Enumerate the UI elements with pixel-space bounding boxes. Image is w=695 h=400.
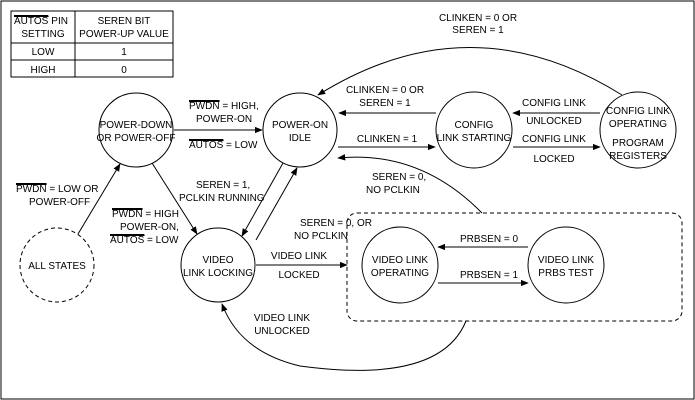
state-label: REGISTERS <box>609 151 667 162</box>
transition-label: NO PCLKIN <box>294 231 348 242</box>
transition-label: SEREN = 0, <box>372 172 426 183</box>
table-cell-value: 0 <box>121 65 127 76</box>
label-pd-to-idle: PWDN = HIGH, POWER-ON AUTOS = LOW <box>189 101 259 151</box>
label-vll-locked: VIDEO LINK LOCKED <box>271 251 327 281</box>
state-label: LINK LOCKING <box>183 268 253 279</box>
transition-label: CLINKEN = 0 OR <box>439 13 517 24</box>
label-top-clinken: CLINKEN = 0 OR SEREN = 1 <box>439 13 517 36</box>
state-label: CONFIG <box>455 120 494 131</box>
state-config-link-operating: CONFIG LINK OPERATING PROGRAM REGISTERS <box>599 91 677 169</box>
state-label: VIDEO LINK <box>538 255 594 266</box>
transition-label-part: = HIGH, <box>220 101 259 112</box>
transition-label-part: = LOW OR <box>47 184 99 195</box>
state-label: IDLE <box>289 133 312 144</box>
arrow-group-to-vll <box>221 303 467 371</box>
transition-label: SEREN = 1, <box>196 180 250 191</box>
state-label: PROGRAM <box>612 138 664 149</box>
state-label: CONFIG LINK <box>606 106 670 117</box>
state-label: POWER-DOWN <box>100 120 173 131</box>
transition-label: PCLKIN RUNNING <box>179 193 265 204</box>
label-prbsen-1: PRBSEN = 1 <box>460 270 519 281</box>
transition-label: POWER-ON <box>196 114 252 125</box>
table-cell-setting: LOW <box>32 47 55 58</box>
state-video-link-locking: VIDEO LINK LOCKING <box>180 227 256 303</box>
autos-overline-text: AUTOS <box>110 235 145 246</box>
transition-label-part: = HIGH <box>143 209 179 220</box>
transition-label: AUTOS = LOW <box>189 140 258 151</box>
table-border <box>10 10 174 78</box>
transition-label: CLINKEN = 0 OR <box>346 85 424 96</box>
pwdn-overline-text: PWDN <box>189 101 220 112</box>
transition-label: NO PCLKIN <box>366 185 420 196</box>
table-header-col2-line1: SEREN BIT <box>98 16 151 27</box>
state-label: OPERATING <box>371 268 429 279</box>
transition-label: SEREN = 1 <box>452 25 504 36</box>
table-header-col1-line2: SETTING <box>21 29 65 40</box>
arrow-vll-to-idle <box>255 167 298 241</box>
label-idle-to-cfgstart: CLINKEN = 1 <box>357 134 418 145</box>
label-cfgstart-to-idle: CLINKEN = 0 OR SEREN = 1 <box>346 85 424 109</box>
transition-label: AUTOS = LOW <box>110 235 179 246</box>
transition-label: PWDN = LOW OR <box>16 184 99 195</box>
state-power-down: POWER-DOWN OR POWER-OFF <box>97 92 176 168</box>
arrow-pd-to-vll <box>151 162 198 235</box>
arrow-group-to-idle <box>337 154 483 214</box>
label-group-to-idle: SEREN = 0, NO PCLKIN <box>366 172 426 196</box>
state-power-on-idle: POWER-ON IDLE <box>262 92 338 168</box>
autos-overline-text: AUTOS <box>189 140 224 151</box>
state-label: VIDEO <box>202 255 233 266</box>
arrow-all-to-pd <box>77 163 121 235</box>
state-label: POWER-ON <box>272 120 328 131</box>
state-video-link-prbs-test: VIDEO LINK PRBS TEST <box>527 226 605 304</box>
table-cell-value: 1 <box>121 47 127 58</box>
pwdn-overline-text: PWDN <box>16 184 47 195</box>
transition-label: POWER-OFF <box>29 197 90 208</box>
pwdn-overline-text: PWDN <box>112 209 143 220</box>
label-idle-to-vll: SEREN = 1, PCLKIN RUNNING <box>179 180 265 204</box>
label-config-unlocked: CONFIG LINK UNLOCKED <box>522 98 586 127</box>
state-label: OR POWER-OFF <box>97 133 176 144</box>
transition-label: LOCKED <box>278 270 319 281</box>
label-pd-to-vll: PWDN = HIGH POWER-ON, AUTOS = LOW <box>110 209 179 246</box>
arrow-idle-to-vll <box>241 162 284 237</box>
arrow-cfgop-to-idle <box>317 47 623 96</box>
transition-label: UNLOCKED <box>526 116 582 127</box>
autos-overline-text: AUTOS <box>14 16 49 27</box>
state-label: ALL STATES <box>28 261 86 272</box>
transition-label: LOCKED <box>533 154 574 165</box>
label-vll-to-idle: SEREN = 0, OR NO PCLKIN <box>294 218 372 242</box>
table-cell-setting: HIGH <box>31 65 56 76</box>
transition-label: VIDEO LINK <box>254 313 310 324</box>
state-label: OPERATING <box>609 119 667 130</box>
transition-label: SEREN = 0, OR <box>300 218 372 229</box>
table-header-col2-line2: POWER-UP VALUE <box>79 29 169 40</box>
transition-label: UNLOCKED <box>254 326 310 337</box>
label-all-to-pd: PWDN = LOW OR POWER-OFF <box>16 184 99 208</box>
transition-label: CONFIG LINK <box>522 98 586 109</box>
transition-label: PWDN = HIGH <box>112 209 179 220</box>
state-label: LINK STARTING <box>437 133 512 144</box>
pin-text: PIN <box>51 16 68 27</box>
transition-label: CONFIG LINK <box>522 134 586 145</box>
transition-label-part: = LOW <box>144 235 179 246</box>
transition-label: POWER-ON, <box>120 222 179 233</box>
state-all-states: ALL STATES <box>19 227 95 303</box>
label-vll-unlocked: VIDEO LINK UNLOCKED <box>254 313 310 337</box>
transition-label: VIDEO LINK <box>271 251 327 262</box>
label-config-locked: CONFIG LINK LOCKED <box>522 134 586 165</box>
state-config-link-starting: CONFIG LINK STARTING <box>435 91 513 169</box>
state-label: VIDEO LINK <box>372 255 428 266</box>
transition-label: PWDN = HIGH, <box>189 101 259 112</box>
transition-label-part: = LOW <box>223 140 258 151</box>
transition-label: SEREN = 1 <box>359 98 411 109</box>
state-video-link-operating: VIDEO LINK OPERATING <box>361 226 439 304</box>
state-label: PRBS TEST <box>538 268 593 279</box>
label-prbsen-0: PRBSEN = 0 <box>460 234 519 245</box>
